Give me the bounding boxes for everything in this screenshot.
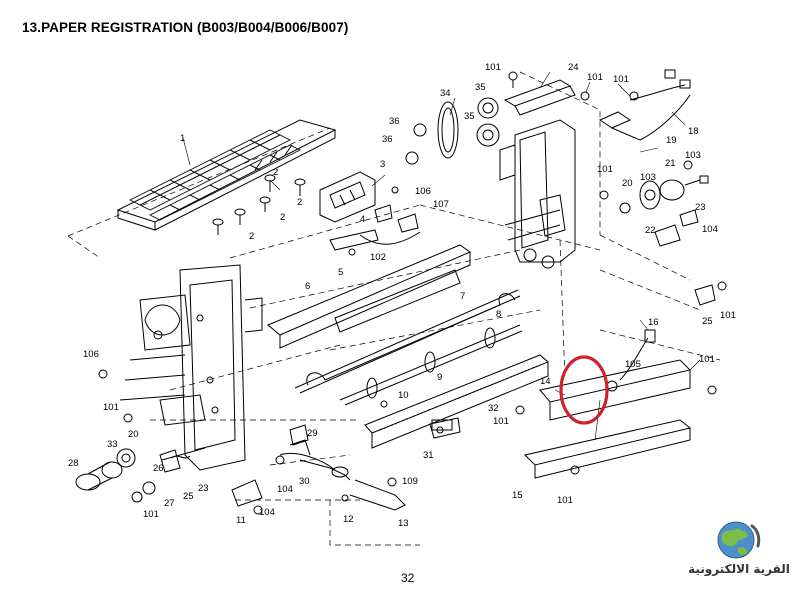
callout-label: 20 (622, 178, 633, 189)
callout-label: 3 (380, 159, 385, 170)
callout-label: 20 (128, 429, 139, 440)
globe-icon (717, 521, 761, 559)
callout-label: 104 (702, 224, 718, 235)
roller-shafts (267, 244, 523, 406)
callout-label: 14 (540, 376, 551, 387)
paper-guide-plate (116, 119, 337, 231)
callout-label: 12 (343, 514, 354, 525)
callout-label: 101 (587, 72, 603, 83)
callout-label: 103 (685, 150, 701, 161)
callout-label: 104 (277, 484, 293, 495)
callout-label: 33 (107, 439, 118, 450)
callout-label: 101 (597, 164, 613, 175)
callout-label: 106 (415, 186, 431, 197)
sensor-assembly (329, 186, 421, 256)
callout-label: 101 (103, 402, 119, 413)
bracket-24 (503, 79, 590, 116)
callout-labels: 101 24 101 101 34 35 35 36 36 18 19 1 10… (68, 62, 736, 529)
callout-label: 25 (183, 491, 194, 502)
logo-text: القرية الالكترونية (688, 562, 790, 576)
callout-label: 8 (496, 309, 501, 320)
callout-label: 106 (83, 349, 99, 360)
callout-label: 109 (402, 476, 418, 487)
site-logo: القرية الالكترونية (684, 518, 790, 584)
left-frame (119, 264, 263, 471)
callout-label: 22 (645, 225, 656, 236)
callout-label: 6 (305, 281, 310, 292)
callout-label: 101 (720, 310, 736, 321)
callout-label: 4 (360, 214, 365, 225)
callout-label: 26 (153, 463, 164, 474)
callout-label: 101 (613, 74, 629, 85)
highlight-circle (559, 355, 609, 425)
page-title: 13.PAPER REGISTRATION (B003/B004/B006/B0… (22, 20, 349, 35)
callout-label: 101 (143, 509, 159, 520)
callout-label: 24 (568, 62, 579, 73)
drive-gears-top (405, 71, 518, 165)
callout-label: 35 (464, 111, 475, 122)
callout-label: 15 (512, 490, 523, 501)
callout-label: 104 (259, 507, 275, 518)
callout-label: 19 (666, 135, 677, 146)
callout-label: 101 (485, 62, 501, 73)
callout-label: 31 (423, 450, 434, 461)
side-plates-right (515, 281, 727, 479)
callout-label: 101 (699, 354, 715, 365)
screw-set-2 (212, 174, 306, 235)
callout-label: 36 (382, 134, 393, 145)
callout-label: 34 (440, 88, 451, 99)
callout-leader-lines (182, 71, 701, 441)
bracket-3 (319, 171, 376, 223)
callout-label: 2 (280, 212, 285, 223)
callout-label: 101 (493, 416, 509, 427)
callout-label: 11 (236, 515, 246, 526)
callout-label: 1 (180, 133, 185, 144)
callout-label: 102 (370, 252, 386, 263)
callout-label: 23 (198, 483, 209, 494)
assembly-outline-lines (67, 71, 721, 546)
callout-label: 27 (164, 498, 175, 509)
callout-label: 32 (488, 403, 499, 414)
callout-label: 28 (68, 458, 79, 469)
callout-label: 30 (299, 476, 310, 487)
callout-label: 2 (249, 231, 254, 242)
page-number: 32 (401, 571, 415, 585)
screws-left (98, 369, 388, 515)
callout-label: 23 (695, 202, 706, 213)
main-frame-right (499, 119, 576, 269)
callout-label: 36 (389, 116, 400, 127)
callout-label: 13 (398, 518, 409, 529)
lower-gear-train (75, 417, 461, 511)
callout-label: 10 (398, 390, 409, 401)
callout-label: 5 (338, 267, 343, 278)
callout-label: 18 (688, 126, 699, 137)
guide-bar-9 (364, 354, 549, 449)
callout-label: 103 (640, 172, 656, 183)
callout-label: 7 (460, 291, 465, 302)
callout-label: 9 (437, 372, 442, 383)
callout-label: 25 (702, 316, 713, 327)
callout-label: 35 (475, 82, 486, 93)
callout-label: 29 (307, 428, 318, 439)
callout-label: 107 (433, 199, 449, 210)
motor-assembly (598, 69, 709, 247)
callout-label: 16 (648, 317, 659, 328)
callout-label: 2 (273, 167, 278, 178)
callout-label: 105 (625, 359, 641, 370)
callout-label: 101 (557, 495, 573, 506)
callout-label: 2 (297, 197, 302, 208)
callout-label: 21 (665, 158, 676, 169)
